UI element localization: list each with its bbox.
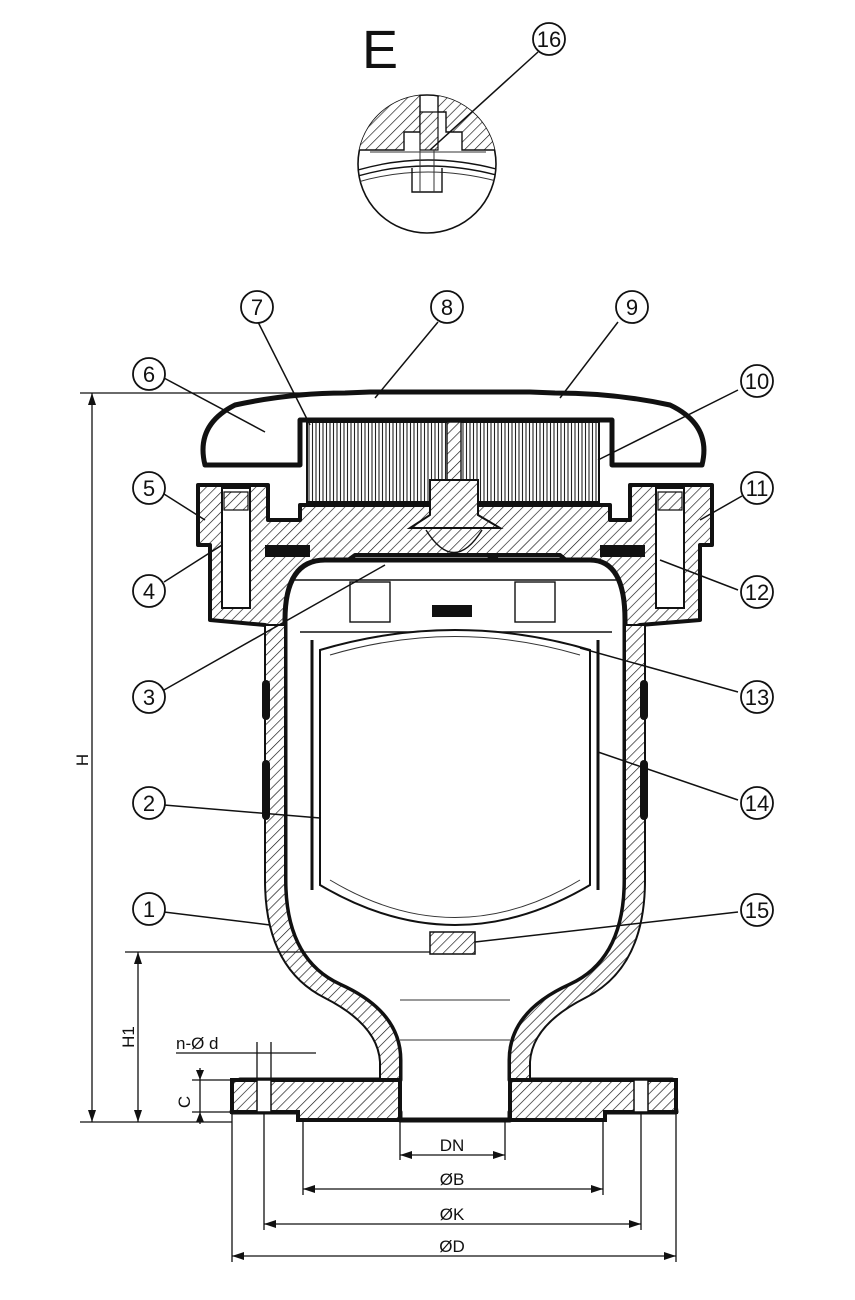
svg-text:10: 10 — [745, 369, 769, 394]
leader-lines — [163, 321, 743, 943]
dim-c-label: C — [175, 1096, 194, 1108]
callout-3: 3 — [132, 680, 166, 714]
svg-text:6: 6 — [143, 362, 155, 387]
callout-7: 7 — [240, 290, 274, 324]
dim-d-label: ØD — [439, 1237, 465, 1256]
svg-text:2: 2 — [143, 791, 155, 816]
callout-13: 13 — [740, 680, 774, 714]
svg-text:14: 14 — [745, 791, 769, 816]
detail-leader — [429, 51, 539, 151]
dim-h-label: H — [73, 754, 92, 766]
callout-1: 1 — [132, 892, 166, 926]
svg-text:16: 16 — [537, 27, 561, 52]
callout-5: 5 — [132, 471, 166, 505]
svg-text:4: 4 — [143, 579, 155, 604]
svg-text:11: 11 — [746, 476, 769, 501]
callout-4: 4 — [132, 574, 166, 608]
callout-15: 15 — [740, 893, 774, 927]
callout-14: 14 — [740, 786, 774, 820]
svg-text:7: 7 — [251, 295, 263, 320]
detail-e: E 16 — [357, 20, 566, 234]
dim-bolt-holes-label: n-Ø d — [176, 1034, 219, 1053]
dim-k-label: ØK — [440, 1205, 465, 1224]
svg-text:1: 1 — [143, 897, 155, 922]
svg-text:15: 15 — [745, 898, 769, 923]
valve-section: E — [196, 389, 714, 1123]
callouts: 6 7 8 9 10 5 11 4 12 3 13 2 14 1 15 — [132, 290, 774, 927]
callout-11: 11 — [740, 471, 774, 505]
svg-text:8: 8 — [441, 295, 453, 320]
cover-hood — [200, 389, 707, 468]
callout-6: 6 — [132, 357, 166, 391]
callout-10: 10 — [740, 364, 774, 398]
svg-text:12: 12 — [745, 580, 769, 605]
svg-text:13: 13 — [745, 685, 769, 710]
svg-text:5: 5 — [143, 476, 155, 501]
dim-b-label: ØB — [440, 1170, 465, 1189]
dimensions: H H1 C n-Ø d DN ØB — [73, 392, 677, 1262]
callout-12: 12 — [740, 575, 774, 609]
callout-8: 8 — [430, 290, 464, 324]
callout-2: 2 — [132, 786, 166, 820]
svg-text:3: 3 — [143, 685, 155, 710]
callout-16: 16 — [532, 22, 566, 56]
callout-9: 9 — [615, 290, 649, 324]
dim-dn-label: DN — [440, 1136, 465, 1155]
dim-h1-label: H1 — [119, 1026, 138, 1048]
float-ball — [319, 629, 591, 926]
detail-e-title: E — [362, 20, 398, 80]
svg-text:9: 9 — [626, 295, 638, 320]
